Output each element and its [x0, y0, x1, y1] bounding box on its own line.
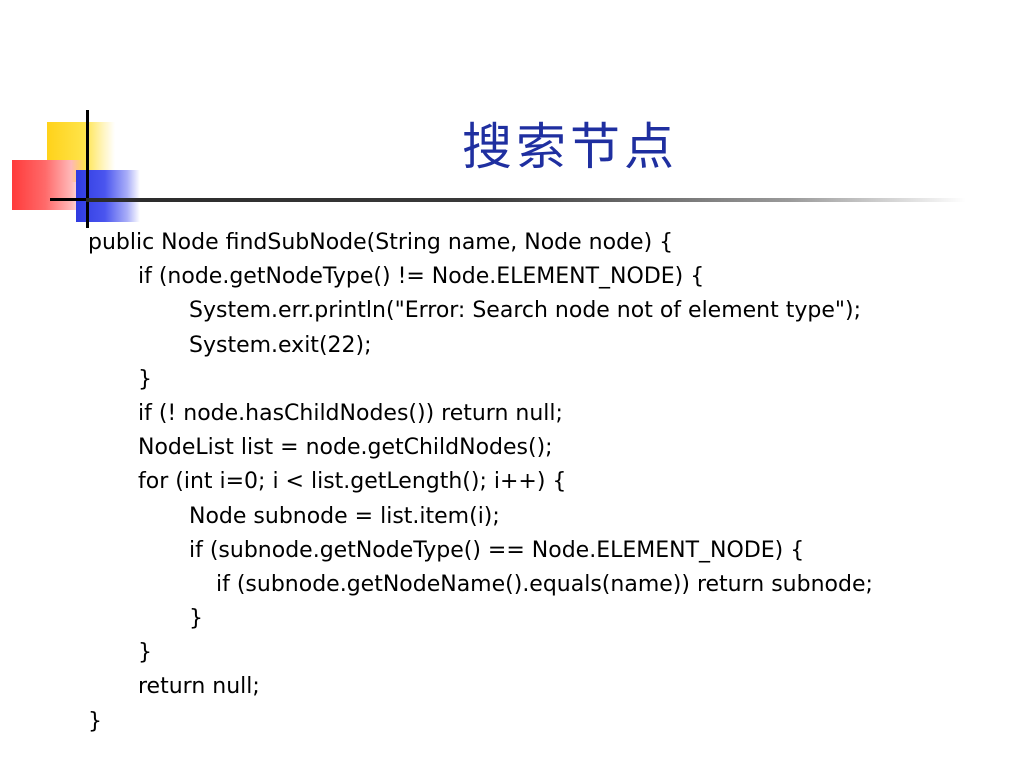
code-line: if (subnode.getNodeName().equals(name)) …: [216, 571, 873, 597]
title-underline: [86, 198, 966, 202]
code-line: if (node.getNodeType() != Node.ELEMENT_N…: [138, 264, 705, 290]
code-line: }: [88, 708, 102, 734]
code-line: if (! node.hasChildNodes()) return null;: [138, 400, 563, 426]
code-line: public Node findSubNode(String name, Nod…: [88, 230, 674, 255]
code-block: public Node findSubNode(String name, Nod…: [88, 226, 1008, 739]
code-line: Node subnode = list.item(i);: [189, 503, 500, 529]
decorative-logo: [0, 0, 200, 240]
horizontal-line-decoration: [50, 198, 110, 201]
code-line: for (int i=0; i < list.getLength(); i++)…: [138, 469, 567, 495]
code-line: NodeList list = node.getChildNodes();: [138, 435, 553, 461]
vertical-line-decoration: [86, 110, 89, 228]
code-line: if (subnode.getNodeType() == Node.ELEMEN…: [189, 537, 805, 563]
code-line: return null;: [138, 674, 260, 700]
red-square-decoration: [12, 160, 86, 210]
code-line: System.err.println("Error: Search node n…: [189, 298, 861, 324]
slide-title: 搜索节点: [462, 118, 678, 176]
code-line: System.exit(22);: [189, 332, 372, 358]
code-line: }: [189, 606, 203, 632]
code-line: }: [138, 640, 152, 666]
code-line: }: [138, 366, 152, 392]
